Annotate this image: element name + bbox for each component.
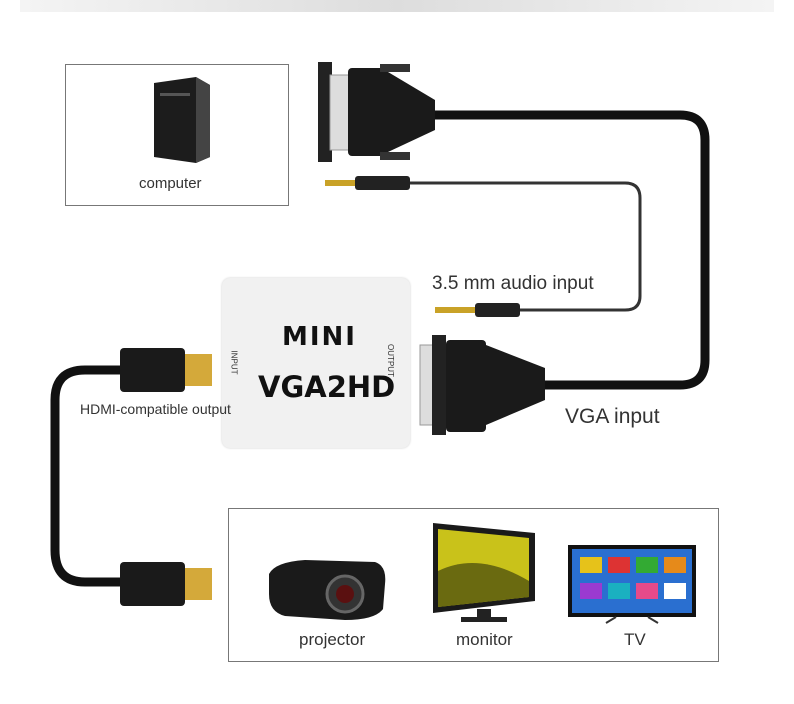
projector-icon	[269, 560, 386, 620]
projector-label: projector	[299, 630, 366, 649]
monitor-label: monitor	[456, 630, 513, 649]
adapter-model: VGA2HD	[258, 370, 396, 404]
hdmi-plug-bottom	[120, 562, 212, 606]
vga-cable	[435, 110, 710, 390]
vga-connector-bottom	[419, 335, 545, 435]
audio-cable	[410, 181, 642, 312]
vga2hd-adapter: MINI VGA2HD INPUT OUTPUT	[222, 278, 410, 448]
hdmi-plug-top	[120, 348, 212, 392]
adapter-brand: MINI	[282, 322, 357, 352]
audio-jack-top	[325, 176, 410, 190]
computer-label: computer	[139, 175, 202, 192]
vga-input-label: VGA input	[565, 405, 660, 428]
hdmi-output-label: HDMI-compatible output	[80, 401, 231, 417]
hdmi-cable	[50, 365, 122, 587]
source-box: computer	[65, 64, 289, 206]
display-box: projector monitor TV	[228, 508, 719, 662]
output-port-label: OUTPUT	[385, 344, 395, 377]
audio-input-label: 3.5 mm audio input	[432, 273, 594, 294]
tv-label: TV	[624, 630, 646, 649]
tv-icon	[568, 545, 696, 624]
audio-jack-bottom	[435, 303, 520, 317]
vga-connector-top	[318, 62, 435, 162]
top-banner	[20, 0, 774, 12]
computer-icon	[154, 77, 210, 163]
monitor-icon	[433, 523, 535, 622]
input-port-label: INPUT	[229, 350, 239, 375]
